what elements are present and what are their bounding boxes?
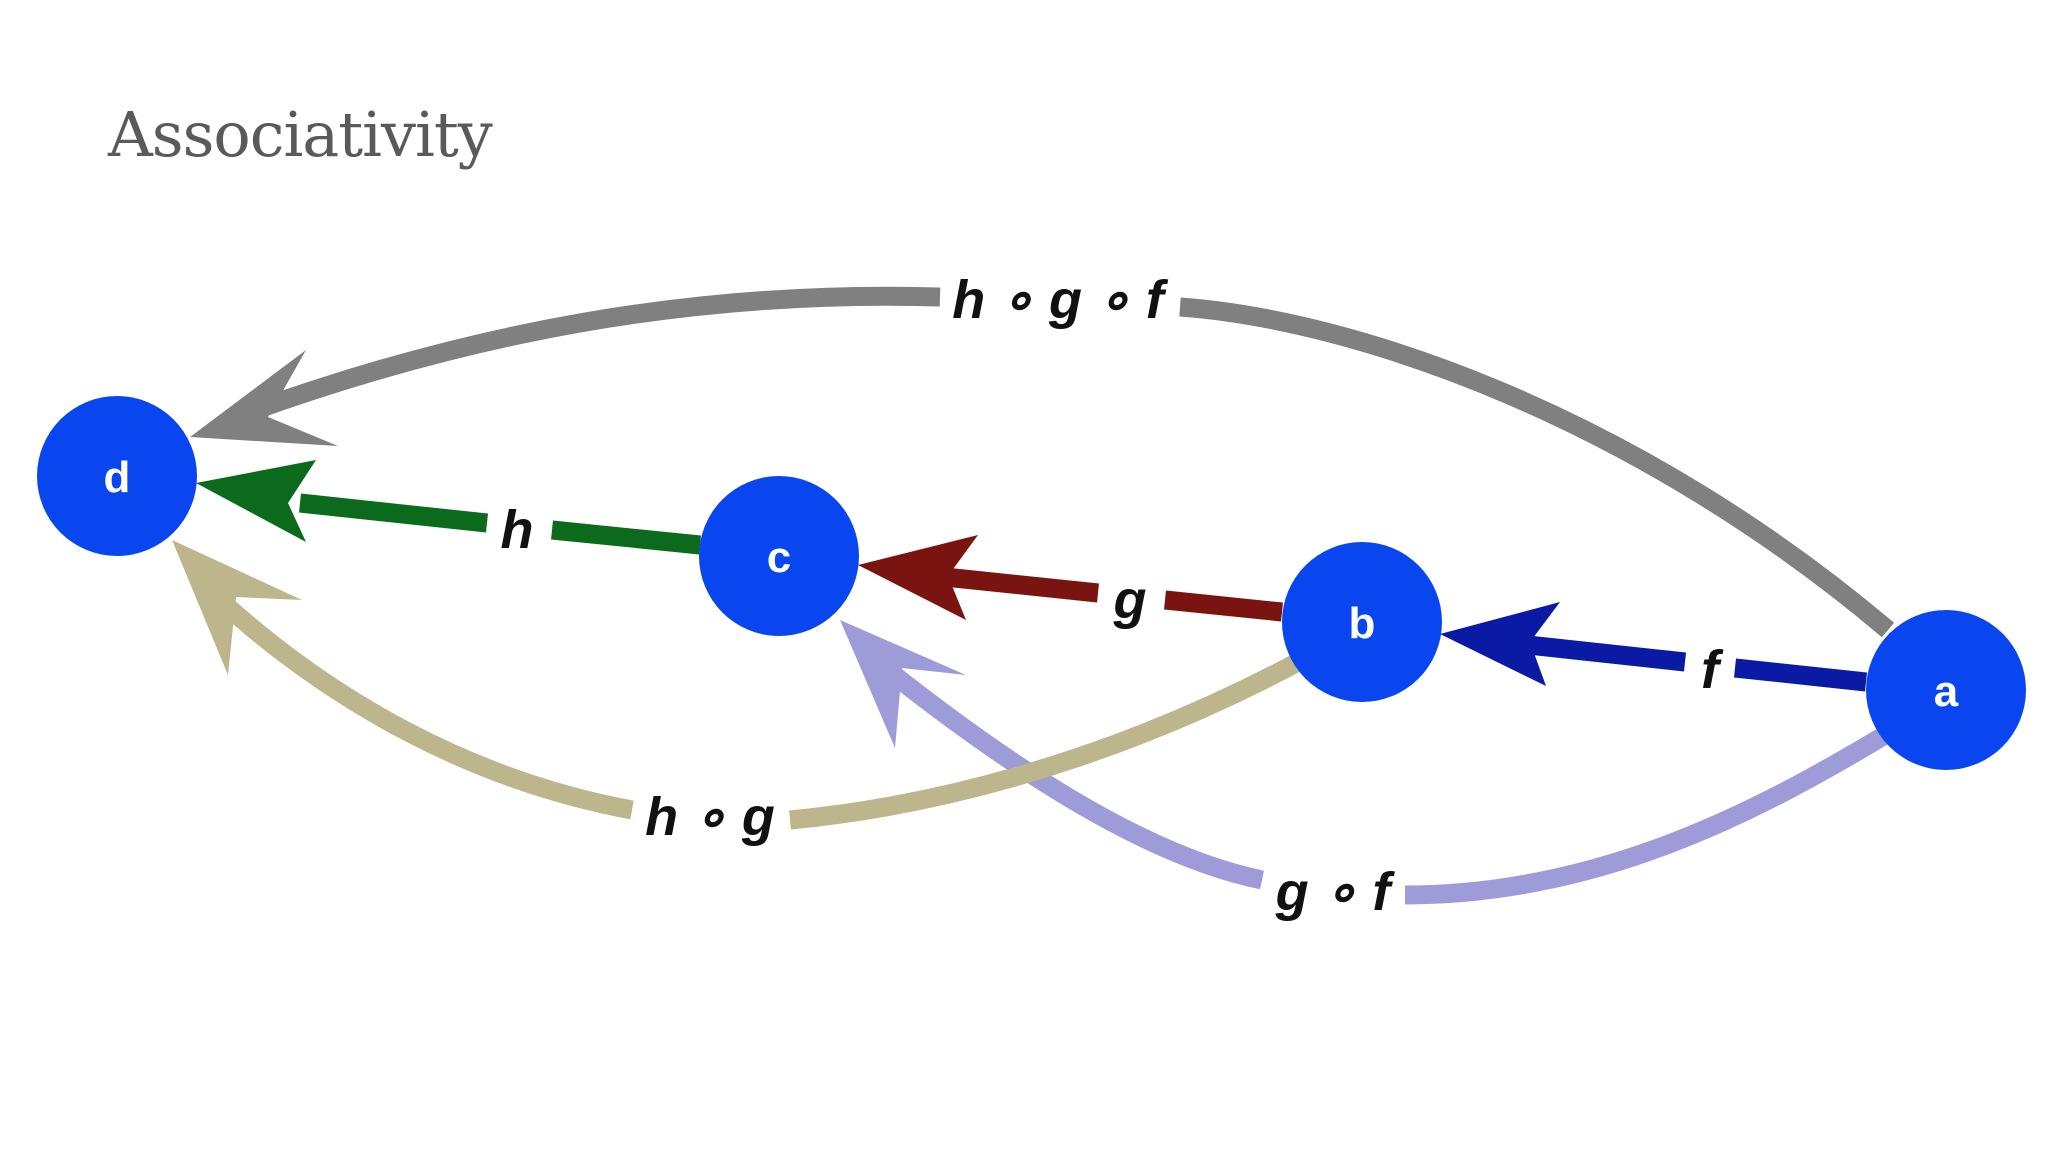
label-hgf: h ∘ g ∘ f [952, 270, 1169, 330]
node-c: c [699, 476, 859, 636]
arrow-h: h [196, 460, 701, 560]
label-gf: g ∘ f [1275, 862, 1396, 922]
label-h: h [501, 500, 534, 560]
node-d-label: d [104, 453, 131, 502]
label-hg: h ∘ g [645, 787, 775, 847]
arrow-f: f [1440, 602, 1868, 700]
node-a: a [1866, 610, 2026, 770]
label-g: g [1113, 570, 1147, 630]
slide-title: Associativity [108, 98, 493, 171]
arrow-g: g [858, 535, 1283, 630]
node-a-label: a [1934, 667, 1959, 716]
arrow-gf: g ∘ f [840, 620, 1890, 922]
node-b-label: b [1349, 599, 1376, 648]
node-c-label: c [767, 533, 791, 582]
arrow-hgf: h ∘ g ∘ f [190, 270, 1895, 638]
node-d: d [37, 396, 197, 556]
node-b: b [1282, 542, 1442, 702]
label-f: f [1701, 640, 1724, 700]
arrow-hg: h ∘ g [172, 540, 1303, 847]
label-hgf-h: h ∘ g ∘ f [952, 270, 1169, 330]
